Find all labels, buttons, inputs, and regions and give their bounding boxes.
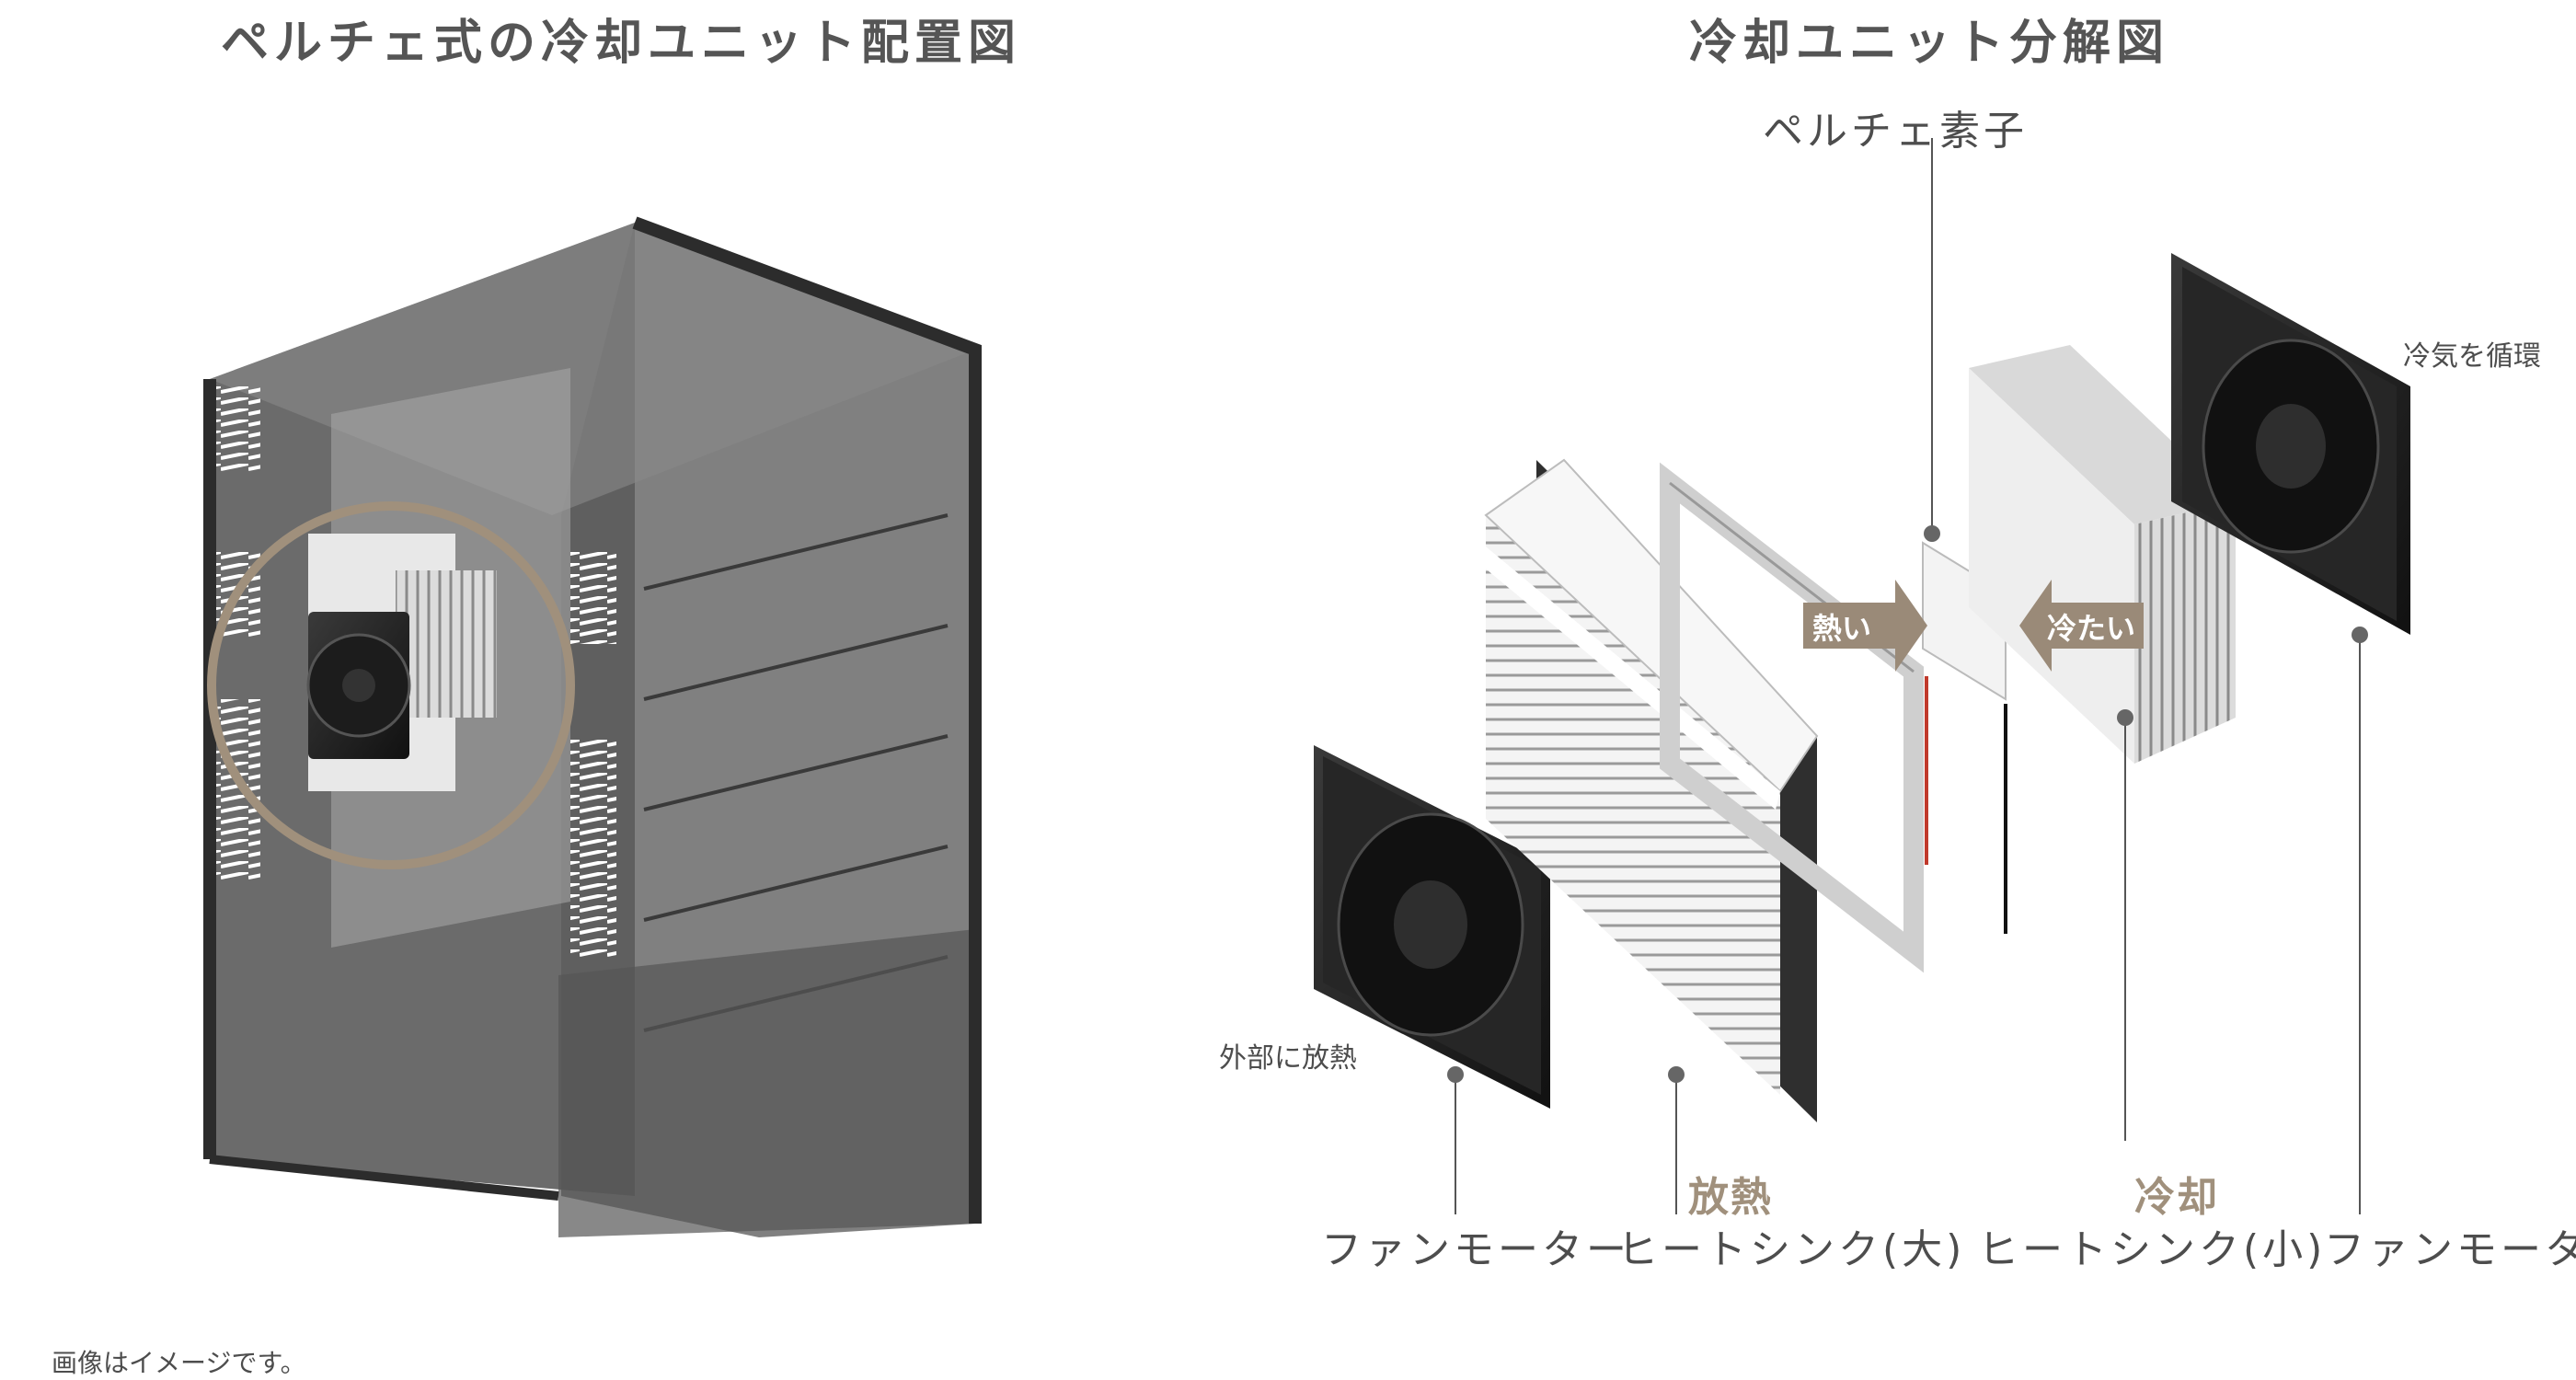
cold-arrow-label: 冷たい [2047, 611, 2136, 646]
right-title: 冷却ユニット分解図 [1689, 16, 2170, 71]
footnote: 画像はイメージです。 [52, 1348, 306, 1378]
left-title: ペルチェ式の冷却ユニット配置図 [221, 16, 1022, 71]
radiate-outside-label: 外部に放熱 [1219, 1042, 1357, 1075]
exploded-view [1314, 138, 2410, 1214]
heat-release-label: 放熱 [1688, 1174, 1773, 1221]
heatsink-large-label: ヒートシンク(大) [1617, 1226, 1966, 1273]
fan-motor-label-right: ファンモーター [2324, 1226, 2576, 1273]
cooling-label: 冷却 [2134, 1174, 2219, 1221]
heatsink-small-label: ヒートシンク(小) [1978, 1226, 2327, 1273]
fan-motor-label-left: ファンモーター [1321, 1226, 1630, 1273]
circulate-cold-air-label: 冷気を循環 [2403, 340, 2541, 373]
hot-arrow-label: 熱い [1812, 611, 1872, 646]
cabinet-illustration [203, 216, 982, 1237]
peltier-element-label: ペルチェ素子 [1763, 108, 2028, 155]
